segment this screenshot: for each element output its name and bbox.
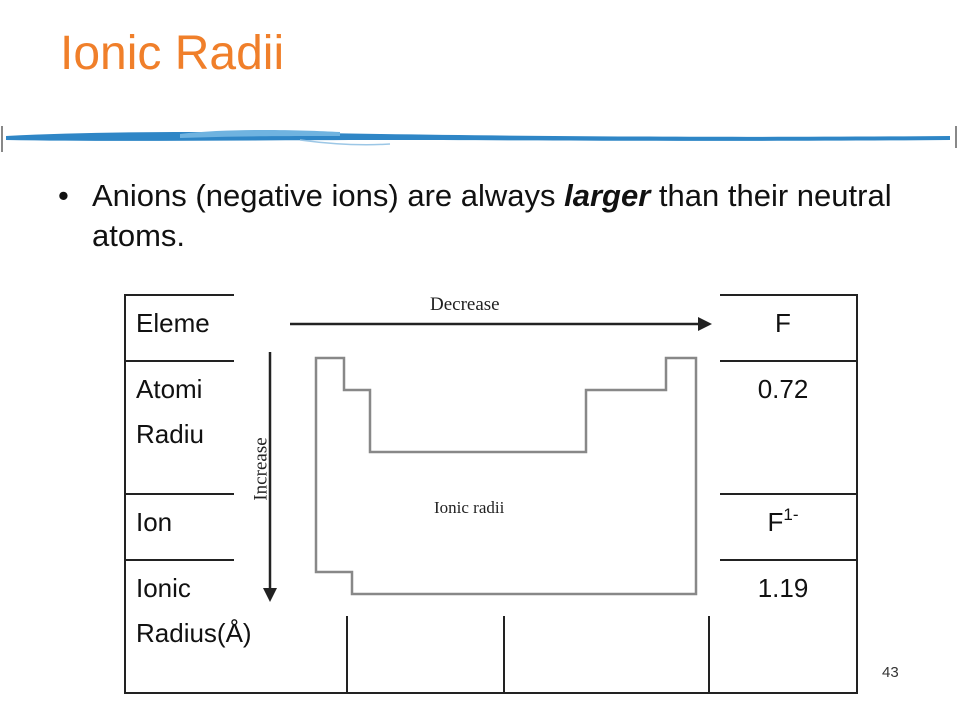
- trend-diagram-graphic: [263, 317, 712, 602]
- increase-label: Increase: [250, 437, 272, 501]
- cell-line: Atomi: [136, 374, 203, 405]
- slide-title: Ionic Radii: [60, 27, 285, 80]
- table-cell: 1.19: [708, 559, 858, 694]
- bullet-emphasis: larger: [564, 178, 651, 213]
- bullet-point: • Anions (negative ions) are always larg…: [58, 176, 918, 256]
- bullet-text: Anions (negative ions) are always larger…: [92, 176, 918, 256]
- decorative-rule: [1, 126, 957, 152]
- decrease-label: Decrease: [430, 294, 500, 315]
- ionic-radii-label: Ionic radii: [434, 498, 505, 517]
- cell-line: Ionic: [136, 573, 191, 604]
- bullet-text-part-2: than their neutral atoms.: [92, 178, 892, 253]
- cell-line: Radius(Å): [136, 618, 252, 649]
- ion-symbol: F: [767, 506, 784, 537]
- page-number: 43: [882, 664, 899, 681]
- cell-line: Radiu: [136, 419, 204, 450]
- periodic-trend-diagram: Decrease Ionic radii Increase: [234, 288, 720, 616]
- ion-charge: 1-: [783, 504, 799, 524]
- table-cell: F: [708, 293, 858, 363]
- bullet-marker: •: [58, 178, 69, 213]
- bullet-text-part-1: Anions (negative ions) are always: [92, 178, 565, 213]
- table-cell: 0.72: [708, 360, 858, 495]
- table-cell: F1-: [708, 492, 858, 562]
